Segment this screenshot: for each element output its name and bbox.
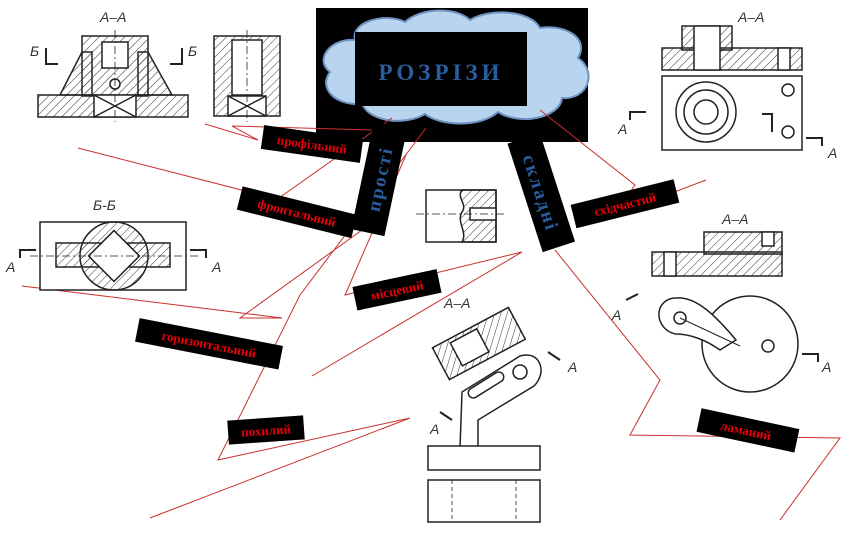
drawing-letter-b-1: Б bbox=[30, 43, 39, 59]
label-horizontal: горизонтальний bbox=[135, 318, 283, 369]
ray-broken bbox=[555, 250, 840, 520]
drawing-letter-b-2: Б bbox=[188, 43, 197, 59]
drawing-label-aa-1: А–А bbox=[99, 9, 126, 25]
group-complex: складні bbox=[507, 133, 575, 252]
drawing-letter-a-4: А bbox=[429, 421, 439, 437]
drawing-section-bb: Б-Б А А bbox=[5, 197, 221, 290]
drawing-letter-a-6: А bbox=[827, 145, 837, 161]
drawing-stepped-section: А–А А А bbox=[617, 9, 837, 161]
label-broken: ламаний bbox=[697, 408, 800, 452]
label-inclined: похилий bbox=[227, 415, 304, 444]
drawing-letter-a-3: А bbox=[567, 359, 577, 375]
page-title: РОЗРІЗИ bbox=[379, 60, 504, 85]
drawing-letter-a-1: А bbox=[5, 259, 15, 275]
drawing-local-section bbox=[416, 190, 504, 242]
drawing-broken-section: А–А А А bbox=[611, 211, 831, 392]
drawing-letter-a-8: А bbox=[821, 359, 831, 375]
drawing-label-aa-2: А–А bbox=[443, 295, 470, 311]
drawing-label-bb: Б-Б bbox=[93, 197, 116, 213]
drawing-label-aa-4: А–А bbox=[721, 211, 748, 227]
label-frontal: фронтальний bbox=[237, 186, 357, 238]
drawing-letter-a-5: А bbox=[617, 121, 627, 137]
label-local: місцевий bbox=[352, 269, 441, 310]
drawing-section-aa-topleft: А–А Б Б bbox=[30, 9, 197, 122]
drawing-letter-a-7: А bbox=[611, 307, 621, 323]
drawing-label-aa-3: А–А bbox=[737, 9, 764, 25]
drawing-profile-view bbox=[214, 30, 280, 122]
drawing-letter-a-2: А bbox=[211, 259, 221, 275]
label-stepped: східчастий bbox=[571, 179, 680, 228]
drawing-inclined-section: А–А А А bbox=[428, 295, 577, 522]
